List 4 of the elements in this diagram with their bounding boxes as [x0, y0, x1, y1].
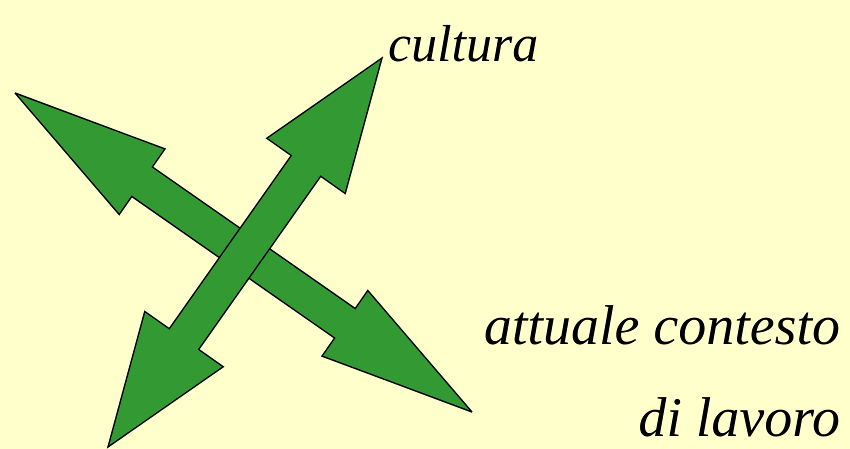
- double-headed-arrow: [14, 92, 473, 413]
- double-headed-arrow: [106, 56, 384, 449]
- arrow-label: cultura: [388, 15, 540, 75]
- arrow-label: attuale contesto di lavoro: [482, 294, 840, 449]
